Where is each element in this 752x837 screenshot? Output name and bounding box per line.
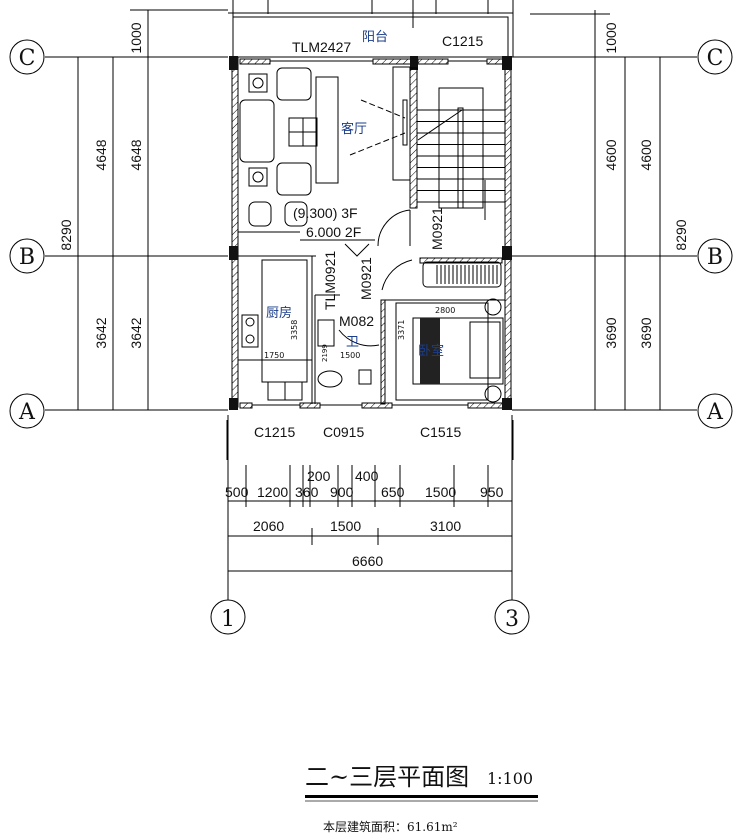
- room-label-living: 客厅: [341, 121, 367, 137]
- floor-area: 本层建筑面积：61.61m²: [323, 819, 458, 834]
- dim-left-top: 1000: [128, 22, 144, 53]
- room-label-bath: 卫: [346, 335, 359, 350]
- drawing-title: 二~三层平面图 1:100 本层建筑面积：61.61m²: [305, 763, 538, 834]
- door-label-tlm0921: TLM0921: [322, 251, 338, 310]
- dim-200: 200: [307, 468, 331, 484]
- window-label-c0915: C0915: [323, 424, 364, 440]
- dim-2060: 2060: [253, 518, 284, 534]
- title-main: 二~三层平面图: [305, 763, 469, 791]
- dim-left-total: 8290: [58, 219, 74, 250]
- axis-bottom-3: 3: [505, 607, 519, 632]
- bedroom: 2800 3371 卧室: [395, 261, 504, 403]
- bathroom: M0921 M082 卫 1500 2199: [317, 257, 413, 388]
- window-label-c1215-top: C1215: [442, 33, 483, 49]
- dim-400: 400: [355, 468, 379, 484]
- dim-1750: 1750: [264, 351, 284, 360]
- room-label-kitchen: 厨房: [266, 305, 292, 321]
- dim-left-ab-2: 3642: [128, 317, 144, 348]
- axis-bottom-1: 1: [221, 607, 235, 632]
- window-label-c1515: C1515: [420, 424, 461, 440]
- axis-right-a: A: [706, 400, 724, 425]
- dim-3371: 3371: [397, 320, 406, 340]
- balcony: 阳台 TLM2427 C1215: [228, 0, 514, 58]
- dim-2199: 2199: [321, 344, 329, 362]
- level-marks: (9.300) 3F 6.000 2F: [293, 205, 375, 257]
- dim-900: 900: [330, 484, 354, 500]
- axis-right-b: B: [707, 245, 723, 270]
- dim-right-bc-2: 4600: [638, 139, 654, 170]
- dim-1500-inner: 1500: [340, 351, 360, 360]
- level-upper: (9.300) 3F: [293, 205, 358, 221]
- dim-right-ab-2: 3690: [638, 317, 654, 348]
- dim-right-bc-1: 4600: [603, 139, 619, 170]
- staircase: M0921: [377, 66, 505, 250]
- dim-360: 360: [295, 484, 319, 500]
- title-scale: 1:100: [487, 769, 533, 788]
- dim-650: 650: [381, 484, 405, 500]
- dim-950: 950: [480, 484, 504, 500]
- dim-right-ab-1: 3690: [603, 317, 619, 348]
- dim-right-top: 1000: [603, 22, 619, 53]
- axis-markers: C B A C B A 1 3: [9, 39, 733, 635]
- dim-500: 500: [225, 484, 249, 500]
- dim-1500-b: 1500: [330, 518, 361, 534]
- dim-right-total: 8290: [673, 219, 689, 250]
- room-label-bedroom: 卧室: [418, 343, 444, 359]
- living-room-furniture: 客厅: [239, 67, 408, 227]
- bottom-dimensions: 500 1200 360 200 900 400 650 1500 950 20…: [225, 465, 513, 572]
- window-label-c1215: C1215: [254, 424, 295, 440]
- right-dimensions: 1000 4600 4600 3690 3690 8290: [512, 10, 697, 411]
- axis-left-c: C: [19, 46, 36, 71]
- door-label-m0921: M0921: [358, 257, 374, 300]
- bottom-window-labels: C1215 C0915 C1515: [226, 420, 514, 460]
- left-dimensions: 1000 4648 4648 3642 3642 8290: [45, 9, 228, 411]
- door-label-m0921-stair: M0921: [429, 207, 445, 250]
- dim-6660: 6660: [352, 553, 383, 569]
- dim-2800: 2800: [435, 306, 455, 315]
- axis-left-a: A: [18, 400, 36, 425]
- dim-3358: 3358: [290, 320, 299, 340]
- kitchen: 厨房 3358 1750 TLM0921: [238, 251, 338, 401]
- door-label-tlm2427: TLM2427: [292, 39, 351, 55]
- level-lower: 6.000 2F: [306, 224, 361, 240]
- dim-1200: 1200: [257, 484, 288, 500]
- axis-left-b: B: [19, 245, 35, 270]
- room-label-balcony: 阳台: [362, 30, 388, 45]
- dim-1500: 1500: [425, 484, 456, 500]
- dim-left-bc-2: 4648: [128, 139, 144, 170]
- dim-left-ab-1: 3642: [93, 317, 109, 348]
- exterior-walls: [229, 56, 512, 410]
- axis-right-c: C: [707, 46, 724, 71]
- dim-3100: 3100: [430, 518, 461, 534]
- dim-left-bc-1: 4648: [93, 139, 109, 170]
- door-label-m082: M082: [339, 313, 374, 329]
